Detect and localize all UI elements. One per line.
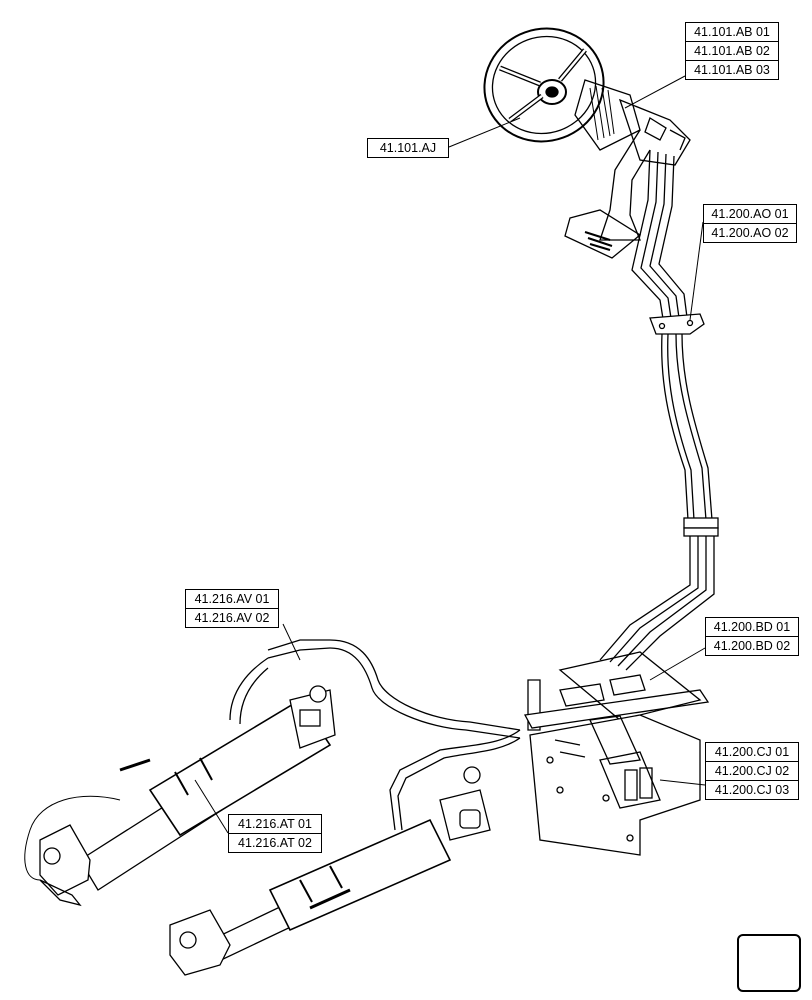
callout-41-200-cj-03[interactable]: 41.200.CJ 03 bbox=[705, 780, 799, 800]
hose-run-middle bbox=[661, 333, 719, 537]
callout-41-101-ab-02[interactable]: 41.101.AB 02 bbox=[685, 41, 779, 61]
callout-41-101-ab-01[interactable]: 41.101.AB 01 bbox=[685, 22, 779, 42]
callout-41-200-cj-02[interactable]: 41.200.CJ 02 bbox=[705, 761, 799, 781]
mounting-frame bbox=[523, 651, 710, 856]
callout-41-216-av-02[interactable]: 41.216.AV 02 bbox=[185, 608, 279, 628]
steering-wheel bbox=[483, 27, 605, 143]
callout-41-200-bd-02[interactable]: 41.200.BD 02 bbox=[705, 636, 799, 656]
next-page-button[interactable] bbox=[737, 934, 801, 992]
hydraulic-lines-lower bbox=[599, 536, 715, 671]
callout-41-101-ab-03[interactable]: 41.101.AB 03 bbox=[685, 60, 779, 80]
upper-hydraulic-lines bbox=[631, 149, 689, 326]
callout-41-200-ao-02[interactable]: 41.200.AO 02 bbox=[703, 223, 797, 243]
callout-41-216-av-01[interactable]: 41.216.AV 01 bbox=[185, 589, 279, 609]
callout-41-216-at-01[interactable]: 41.216.AT 01 bbox=[228, 814, 322, 834]
left-steering-cylinder bbox=[24, 657, 336, 907]
leader-lines bbox=[194, 75, 706, 834]
callout-41-101-aj[interactable]: 41.101.AJ bbox=[367, 138, 449, 158]
hose-bracket-upper bbox=[649, 313, 705, 335]
right-steering-cylinder bbox=[169, 766, 491, 976]
callout-41-216-at-02[interactable]: 41.216.AT 02 bbox=[228, 833, 322, 853]
callout-41-200-ao-01[interactable]: 41.200.AO 01 bbox=[703, 204, 797, 224]
callout-41-200-cj-01[interactable]: 41.200.CJ 01 bbox=[705, 742, 799, 762]
steering-column bbox=[564, 79, 691, 259]
callout-41-200-bd-01[interactable]: 41.200.BD 01 bbox=[705, 617, 799, 637]
cylinder-feed-lines bbox=[267, 639, 521, 831]
